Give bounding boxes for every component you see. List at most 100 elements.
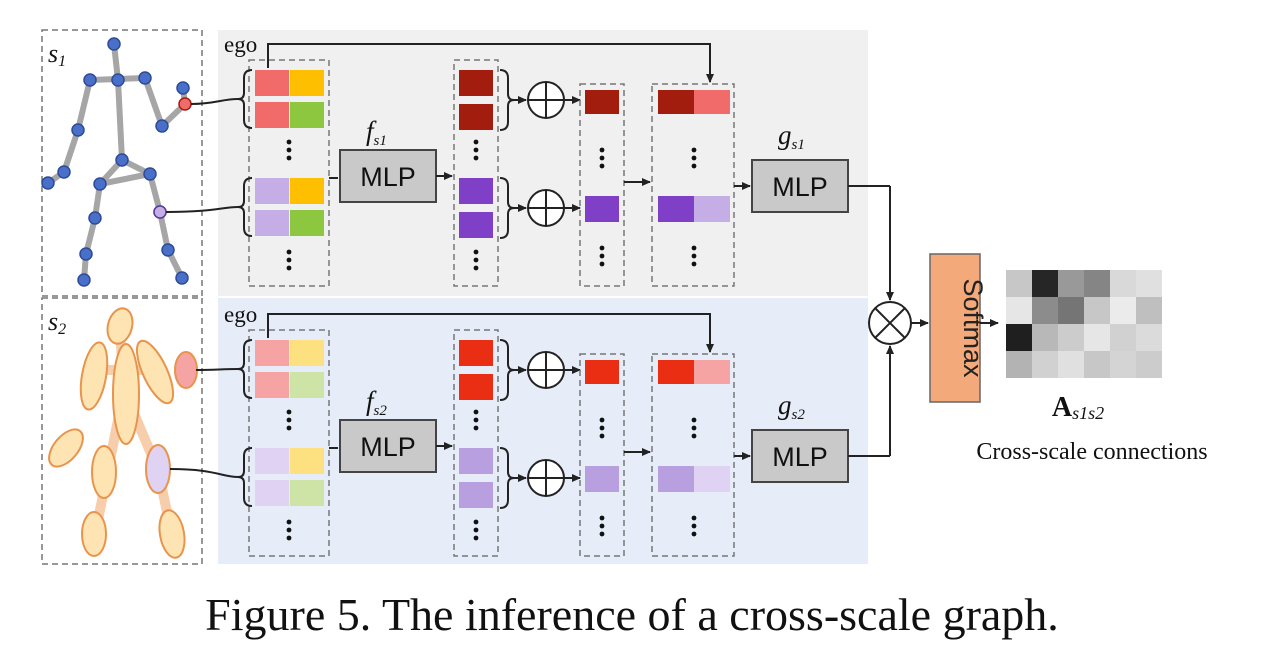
scale2-label: s2 [48,307,66,338]
scale2-aggregated-column [579,353,625,557]
adjacency-cell [1110,297,1136,324]
scale1-mlp-f-label: MLP [360,162,416,192]
scale2-ellipsis-dot [473,527,479,533]
scale1-ellipsis-dot [691,155,697,161]
scale1-feature-cell [290,178,324,204]
scale1-aggregated-cell [585,196,619,222]
scale2-mlp-output-cell [459,340,493,366]
scale1-input-features [248,59,330,287]
scale2-ellipsis-dot [473,519,479,525]
scale1-feature-cell [255,210,289,236]
scale2-ellipsis-dot [473,425,479,431]
adjacency-cell [1084,270,1110,297]
scale2-body-parts: s2 [41,297,203,565]
scale2-ellipsis-dot [691,531,697,537]
adjacency-cell [1136,297,1162,324]
scale2-feature-cell [255,340,289,366]
scale1-ellipsis-dot [286,265,292,271]
scale1-ellipsis-dot [473,265,479,271]
scale2-feature-cell [290,480,324,506]
scale2-ellipsis-dot [599,523,605,529]
scale1-ellipsis-dot [691,147,697,153]
highlighted-joint-1 [178,97,192,111]
scale2-ellipsis-dot [691,515,697,521]
scale2-mlp-output-cell [459,374,493,400]
scale1-ellipsis-dot [599,245,605,251]
scale1-f-label: fs1 [366,116,387,149]
scale1-ellipsis-dot [473,257,479,263]
scale2-mlp-f-label: MLP [360,432,416,462]
scale2-f-label: fs2 [366,386,387,419]
scale2-g-label: gs2 [778,390,805,423]
scale1-ellipsis-dot [691,163,697,169]
scale1-ellipsis-dot [286,155,292,161]
scale2-ellipsis-dot [599,515,605,521]
scale2-input-features [248,329,330,557]
scale2-mlp-g-label: MLP [772,442,828,472]
scale2-mlp-output-cell [459,482,493,508]
scale2-ellipsis-dot [286,417,292,423]
scale1-aggregated-column [579,83,625,287]
adjacency-cell [1084,351,1110,378]
scale2-feature-cell [255,372,289,398]
scale1-ellipsis-dot [691,261,697,267]
plus-operator-icon [527,459,565,497]
scale1-mlp-output-cell [459,212,493,238]
adjacency-cell [1032,297,1058,324]
scale1-concat-cell [658,196,694,222]
figure-caption: Figure 5. The inference of a cross-scale… [205,589,1059,640]
scale1-g-label: gs1 [778,120,805,153]
scale1-ellipsis-dot [286,249,292,255]
scale1-mlp-output-cell [459,70,493,96]
scale2-ellipsis-dot [599,433,605,439]
adjacency-cell [1058,324,1084,351]
scale1-skeleton: s1 [41,29,203,297]
scale1-ellipsis-dot [286,147,292,153]
scale1-mlp-g-label: MLP [772,172,828,202]
multiply-operator-icon [868,301,912,345]
scale2-ellipsis-dot [691,523,697,529]
scale2-ellipsis-dot [286,409,292,415]
adjacency-cell [1136,324,1162,351]
adjacency-cell [1084,297,1110,324]
scale1-concat-cell [694,196,730,222]
scale2-feature-cell [255,448,289,474]
scale2-mlp-output-cell [459,448,493,474]
scale1-ego-label: ego [224,32,257,57]
fusion-block: Softmax [848,185,999,457]
highlighted-part-2 [145,444,171,494]
scale2-ellipsis-dot [473,535,479,541]
scale1-ellipsis-dot [599,253,605,259]
scale1-feature-cell [255,102,289,128]
scale1-mlp-output-column [453,59,499,287]
scale1-feature-cell [290,210,324,236]
scale1-mlp-g-box [751,159,849,213]
scale1-concat-cell [694,90,730,114]
scale1-feature-cell [290,102,324,128]
plus-operator-icon [527,189,565,227]
scale2-feature-cell [290,448,324,474]
scale2-concat-cell [658,466,694,492]
scale2-feature-cell [290,372,324,398]
adjacency-cell [1110,351,1136,378]
scale2-ellipsis-dot [599,417,605,423]
highlighted-part-1 [174,351,198,389]
scale1-ellipsis-dot [599,163,605,169]
adjacency-cell [1110,324,1136,351]
scale2-aggregated-cell [585,360,619,384]
scale1-ellipsis-dot [599,147,605,153]
scale1-ellipsis-dot [286,257,292,263]
adjacency-label: As1s2 [1052,392,1104,423]
scale1-feature-cell [255,178,289,204]
scale2-feature-cell [290,340,324,366]
scale2-concat-cell [658,360,694,384]
scale2-feature-cell [255,480,289,506]
scale2-ellipsis-dot [691,425,697,431]
scale2-ellipsis-dot [473,417,479,423]
adjacency-matrix [1006,270,1162,378]
scale1-mlp-output-cell [459,178,493,204]
scale1-ellipsis-dot [286,139,292,145]
scale1-feature-cell [290,70,324,96]
scale2-ellipsis-dot [691,417,697,423]
